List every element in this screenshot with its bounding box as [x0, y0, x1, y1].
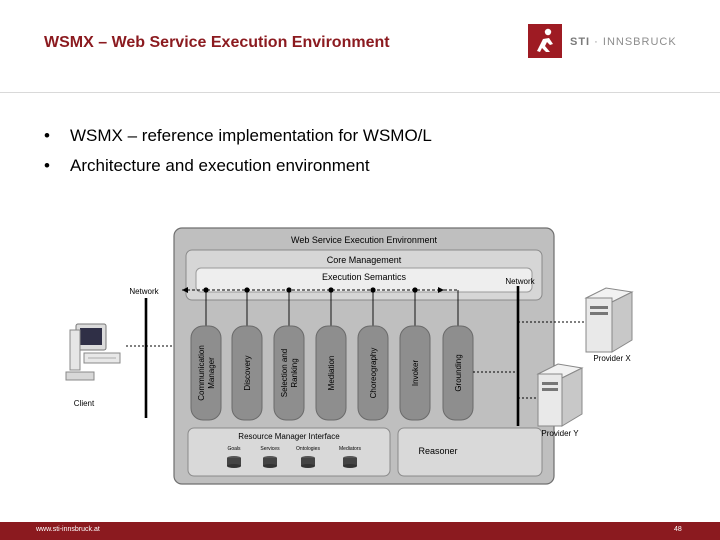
component-discovery: Discovery — [231, 325, 263, 421]
svg-text:Ontologies: Ontologies — [296, 446, 320, 452]
sti-innsbruck-logo: STI · INNSBRUCK — [528, 24, 678, 60]
resource-manager-label: Resource Manager Interface — [238, 432, 340, 441]
client-computer-icon — [65, 323, 121, 381]
wsee-title: Web Service Execution Environment — [291, 235, 437, 245]
wsmx-architecture-diagram: Web Service Execution Environment Core M… — [65, 227, 634, 485]
svg-text:Manager: Manager — [207, 357, 216, 389]
svg-text:Ranking: Ranking — [290, 358, 299, 387]
repository-mediators: Mediators — [339, 446, 361, 468]
sti-logo-icon — [528, 24, 562, 58]
provider-y-label: Provider Y — [541, 429, 579, 438]
reasoner-box — [397, 427, 543, 477]
core-management-label: Core Management — [327, 255, 402, 265]
provider-x-server-icon — [584, 287, 634, 353]
svg-text:Selection and: Selection and — [280, 349, 289, 397]
client-label: Client — [74, 399, 95, 408]
footer-url: www.sti-innsbruck.at — [36, 526, 100, 533]
component-mediation: Mediation — [315, 325, 347, 421]
bullet-item: •Architecture and execution environment — [44, 156, 370, 175]
bullet-list: •WSMX – reference implementation for WSM… — [44, 126, 432, 186]
footer-bar: www.sti-innsbruck.at 48 — [0, 522, 720, 540]
component-communication-manager: Communication Manager — [190, 325, 222, 421]
logo-text: STI · INNSBRUCK — [570, 36, 677, 48]
svg-text:Services: Services — [260, 446, 280, 452]
component-selection-ranking: Selection and Ranking — [273, 325, 305, 421]
network-left-label: Network — [129, 287, 159, 296]
component-choreography: Choreography — [357, 325, 389, 421]
execution-semantics-label: Execution Semantics — [322, 272, 407, 282]
svg-text:Goals: Goals — [227, 446, 241, 452]
svg-text:Mediation: Mediation — [327, 356, 336, 391]
svg-text:Invoker: Invoker — [411, 360, 420, 387]
component-grounding: Grounding — [442, 325, 474, 421]
svg-text:Choreography: Choreography — [369, 348, 378, 399]
svg-text:Discovery: Discovery — [243, 355, 252, 390]
bus-to-component-links — [205, 290, 459, 326]
svg-text:Communication: Communication — [197, 345, 206, 401]
provider-y-server-icon — [536, 363, 584, 427]
page-number: 48 — [674, 526, 682, 533]
repository-services: Services — [260, 446, 280, 468]
svg-text:Mediators: Mediators — [339, 446, 361, 452]
provider-x-label: Provider X — [593, 354, 631, 363]
page-title: WSMX – Web Service Execution Environment — [44, 34, 390, 51]
component-invoker: Invoker — [399, 325, 431, 421]
svg-text:Grounding: Grounding — [454, 354, 463, 391]
network-right-label: Network — [505, 277, 535, 286]
repository-ontologies: Ontologies — [296, 446, 320, 468]
repository-goals: Goals — [227, 446, 241, 468]
bullet-item: •WSMX – reference implementation for WSM… — [44, 126, 432, 145]
header-divider — [0, 92, 720, 93]
reasoner-label: Reasoner — [418, 446, 457, 456]
